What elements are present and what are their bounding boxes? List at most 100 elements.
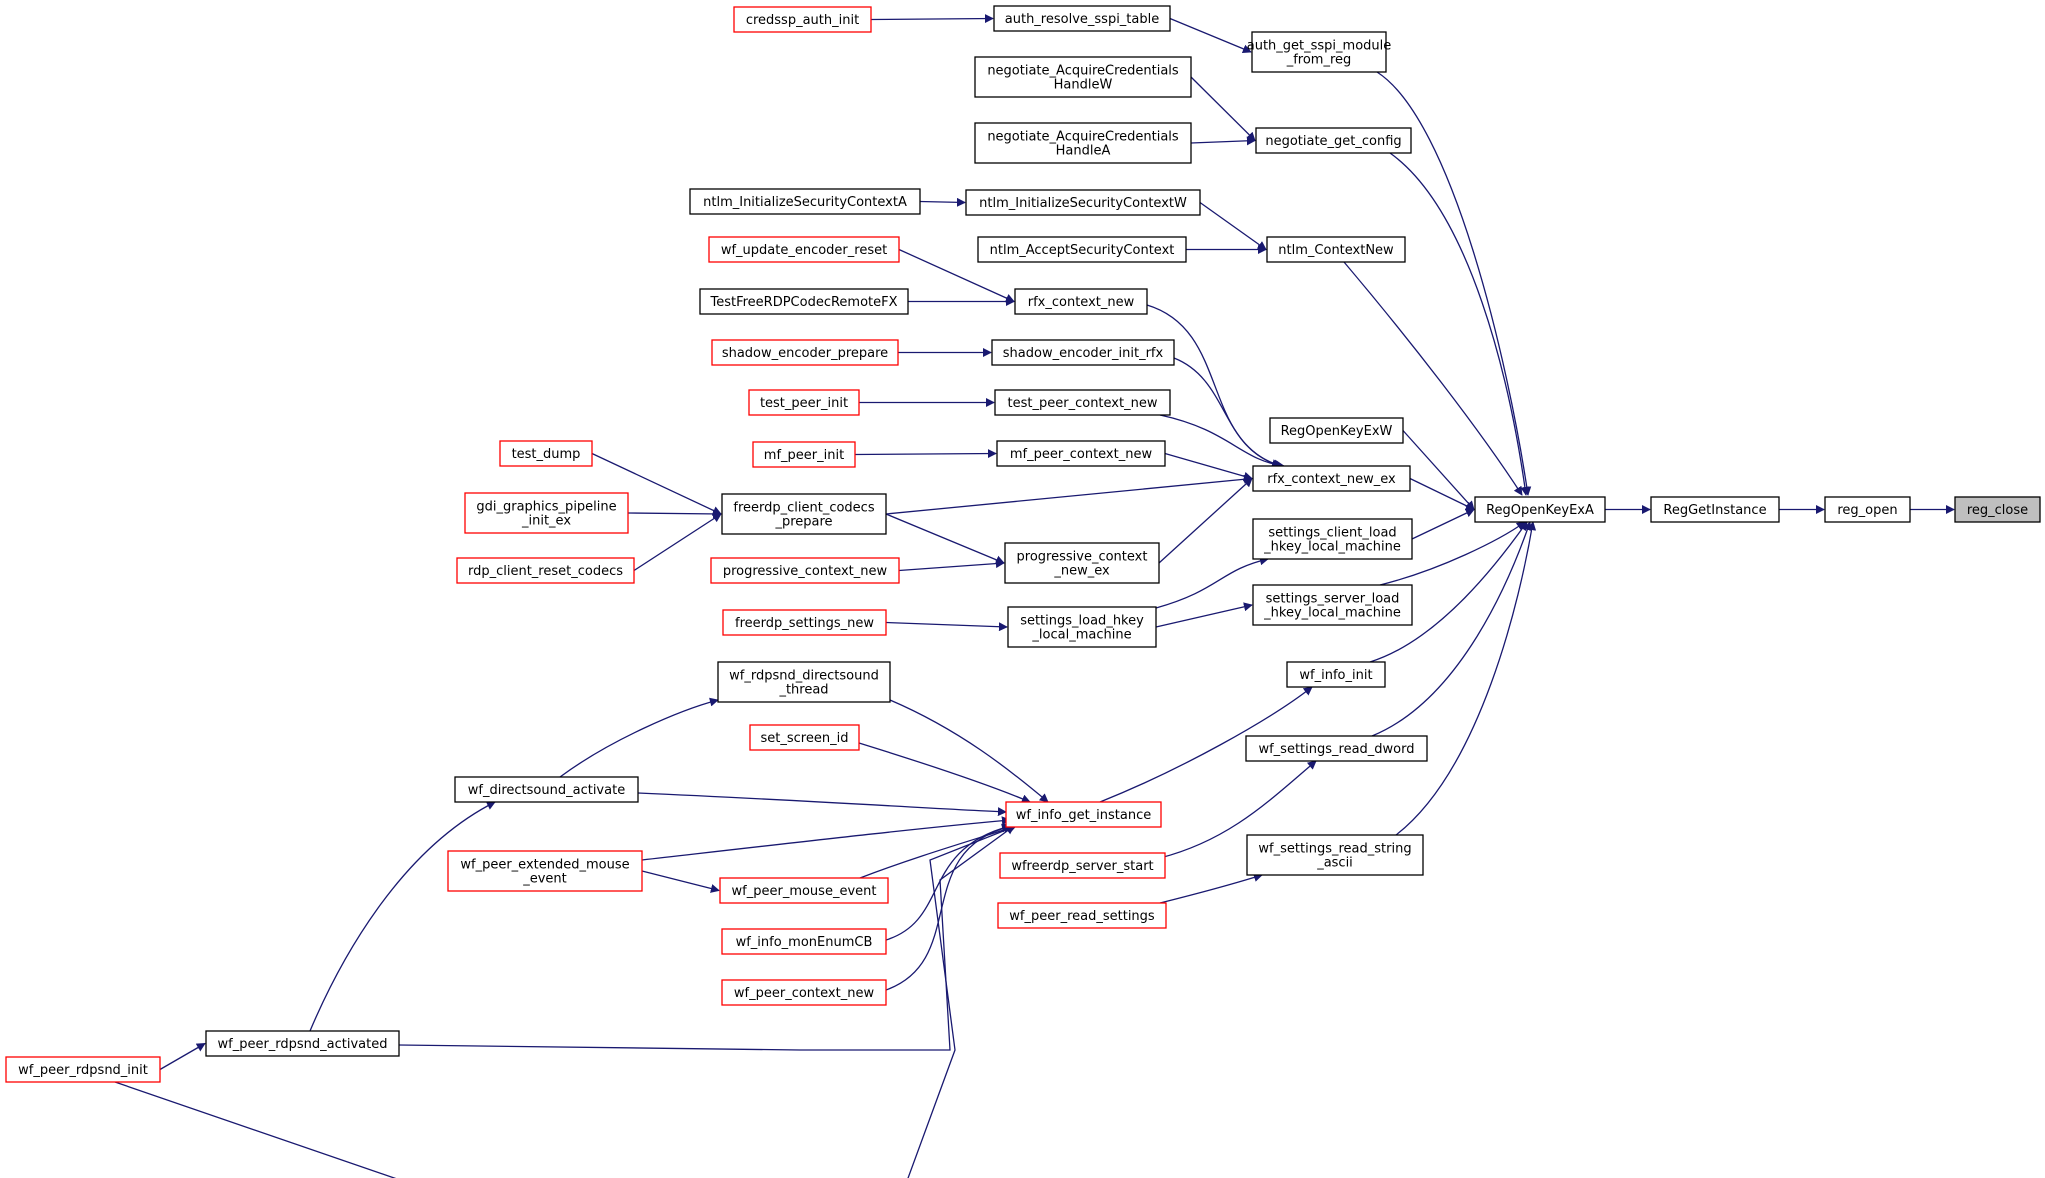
call-edge-wf_info_get_instance-to-wf_info_init bbox=[1099, 686, 1313, 803]
node-reg_close[interactable]: reg_close bbox=[1954, 496, 2041, 523]
node-box bbox=[1474, 496, 1606, 523]
node-gdi_graphics_pipeline_init_ex[interactable]: gdi_graphics_pipeline_init_ex bbox=[464, 492, 629, 534]
node-test_dump[interactable]: test_dump bbox=[499, 440, 593, 467]
node-credssp_auth_init[interactable]: credssp_auth_init bbox=[733, 6, 872, 33]
call-edge-wf_settings_read_dword-to-RegOpenKeyExA bbox=[1371, 521, 1532, 737]
node-label: rdp_client_reset_codecs bbox=[468, 564, 623, 579]
node-wf_rdpsnd_directsound_thread[interactable]: wf_rdpsnd_directsound_thread bbox=[717, 661, 891, 703]
node-freerdp_client_codecs_prepare[interactable]: freerdp_client_codecs_prepare bbox=[721, 493, 887, 535]
node-label: TestFreeRDPCodecRemoteFX bbox=[709, 295, 897, 310]
node-rfx_context_new_ex[interactable]: rfx_context_new_ex bbox=[1252, 465, 1411, 492]
node-ntlm_AcceptSecurityContext[interactable]: ntlm_AcceptSecurityContext bbox=[977, 236, 1187, 263]
node-wf_update_encoder_reset[interactable]: wf_update_encoder_reset bbox=[708, 236, 900, 263]
node-box bbox=[711, 339, 899, 366]
node-ntlm_InitializeSecurityContextA[interactable]: ntlm_InitializeSecurityContextA bbox=[689, 188, 921, 215]
node-ntlm_InitializeSecurityContextW[interactable]: ntlm_InitializeSecurityContextW bbox=[965, 189, 1201, 216]
node-progressive_context_new[interactable]: progressive_context_new bbox=[710, 557, 900, 584]
node-wf_peer_rdpsnd_activated[interactable]: wf_peer_rdpsnd_activated bbox=[205, 1030, 400, 1057]
call-edge-settings_client_load_hkey_local_machine-to-RegOpenKeyExA bbox=[1411, 508, 1475, 540]
node-wf_settings_read_string_ascii[interactable]: wf_settings_read_string_ascii bbox=[1246, 834, 1424, 876]
edges-layer bbox=[114, 14, 1955, 1178]
node-negotiate_get_config[interactable]: negotiate_get_config bbox=[1255, 127, 1412, 154]
node-rfx_context_new[interactable]: rfx_context_new bbox=[1014, 288, 1148, 315]
node-auth_get_sspi_module_from_reg[interactable]: auth_get_sspi_module_from_reg bbox=[1247, 31, 1392, 73]
node-box bbox=[993, 5, 1171, 32]
node-ntlm_ContextNew[interactable]: ntlm_ContextNew bbox=[1266, 236, 1406, 263]
call-edge-set_screen_id-to-wf_info_get_instance bbox=[858, 742, 1031, 803]
node-progressive_context_new_ex[interactable]: progressive_context_new_ex bbox=[1004, 542, 1160, 584]
node-box bbox=[1245, 735, 1428, 762]
edge-line bbox=[1099, 686, 1313, 803]
call-edge-wf_peer_mouse_event-to-wf_info_get_instance bbox=[859, 824, 1017, 879]
node-box bbox=[1650, 496, 1780, 523]
call-edge-wf_peer_rdpsnd_init-to-wf_info_get_instance bbox=[114, 824, 1017, 1178]
node-test_peer_context_new[interactable]: test_peer_context_new bbox=[994, 389, 1171, 416]
node-settings_server_load_hkey_local_machine[interactable]: settings_server_load_hkey_local_machine bbox=[1252, 584, 1413, 626]
node-RegOpenKeyExA[interactable]: RegOpenKeyExA bbox=[1474, 496, 1606, 523]
node-wf_peer_mouse_event[interactable]: wf_peer_mouse_event bbox=[719, 877, 889, 904]
call-edge-rfx_context_new-to-rfx_context_new_ex bbox=[1146, 304, 1281, 468]
nodes-layer: reg_close reg_open RegGetInstance RegOpenKe… bbox=[5, 5, 2041, 1083]
node-label: wf_info_init bbox=[1299, 668, 1372, 683]
node-box bbox=[1255, 127, 1412, 154]
node-wf_peer_read_settings[interactable]: wf_peer_read_settings bbox=[997, 902, 1167, 929]
node-label: set_screen_id bbox=[761, 731, 849, 746]
call-edge-wf_peer_rdpsnd_init-to-wf_peer_rdpsnd_activated bbox=[159, 1042, 206, 1071]
node-label: ntlm_ContextNew bbox=[1278, 243, 1394, 258]
call-edge-wf_update_encoder_reset-to-rfx_context_new bbox=[898, 248, 1015, 303]
node-box bbox=[1007, 606, 1157, 648]
node-mf_peer_context_new[interactable]: mf_peer_context_new bbox=[996, 440, 1166, 467]
node-box bbox=[464, 492, 629, 534]
node-box bbox=[1251, 31, 1387, 73]
node-wf_settings_read_dword[interactable]: wf_settings_read_dword bbox=[1245, 735, 1428, 762]
node-rdp_client_reset_codecs[interactable]: rdp_client_reset_codecs bbox=[456, 557, 635, 584]
node-label: wf_peer_extended_mouse bbox=[460, 858, 629, 873]
node-set_screen_id[interactable]: set_screen_id bbox=[749, 724, 860, 751]
edge-line bbox=[1389, 152, 1530, 496]
node-label: _new_ex bbox=[1053, 564, 1110, 579]
node-auth_resolve_sspi_table[interactable]: auth_resolve_sspi_table bbox=[993, 5, 1171, 32]
node-wf_peer_extended_mouse_event[interactable]: wf_peer_extended_mouse_event bbox=[447, 850, 643, 892]
node-box bbox=[994, 389, 1171, 416]
node-wf_info_init[interactable]: wf_info_init bbox=[1286, 661, 1386, 688]
node-wf_info_monEnumCB[interactable]: wf_info_monEnumCB bbox=[721, 928, 887, 955]
node-wf_peer_rdpsnd_init[interactable]: wf_peer_rdpsnd_init bbox=[5, 1056, 161, 1083]
edge-line bbox=[309, 801, 496, 1032]
call-edge-shadow_encoder_init_rfx-to-rfx_context_new_ex bbox=[1173, 357, 1283, 469]
node-settings_load_hkey_local_machine[interactable]: settings_load_hkey_local_machine bbox=[1007, 606, 1157, 648]
node-reg_open[interactable]: reg_open bbox=[1824, 496, 1911, 523]
edge-line bbox=[889, 699, 1049, 803]
node-box bbox=[721, 928, 887, 955]
node-RegGetInstance[interactable]: RegGetInstance bbox=[1650, 496, 1780, 523]
node-wfreerdp_server_start[interactable]: wfreerdp_server_start bbox=[999, 852, 1166, 879]
call-edge-test_dump-to-freerdp_client_codecs_prepare bbox=[591, 452, 722, 515]
call-edge-freerdp_client_codecs_prepare-to-progressive_context_new_ex bbox=[885, 513, 1005, 565]
node-wf_directsound_activate[interactable]: wf_directsound_activate bbox=[454, 776, 639, 803]
node-label: ntlm_InitializeSecurityContextW bbox=[979, 196, 1187, 211]
node-label: wf_peer_rdpsnd_activated bbox=[217, 1037, 387, 1052]
node-freerdp_settings_new[interactable]: freerdp_settings_new bbox=[722, 609, 887, 636]
node-wf_peer_context_new[interactable]: wf_peer_context_new bbox=[721, 979, 887, 1006]
node-box bbox=[965, 189, 1201, 216]
node-box bbox=[499, 440, 593, 467]
node-mf_peer_init[interactable]: mf_peer_init bbox=[752, 441, 856, 468]
call-edge-mf_peer_init-to-mf_peer_context_new bbox=[854, 449, 997, 459]
node-RegOpenKeyExW[interactable]: RegOpenKeyExW bbox=[1269, 417, 1404, 444]
edge-line bbox=[898, 248, 1015, 303]
call-edge-credssp_auth_init-to-auth_resolve_sspi_table bbox=[870, 14, 994, 24]
call-edge-wf_peer_context_new-to-wf_info_get_instance bbox=[885, 823, 1013, 991]
node-shadow_encoder_init_rfx[interactable]: shadow_encoder_init_rfx bbox=[991, 339, 1175, 366]
node-wf_info_get_instance[interactable]: wf_info_get_instance bbox=[1005, 801, 1162, 828]
node-test_peer_init[interactable]: test_peer_init bbox=[748, 389, 860, 416]
node-label: _hkey_local_machine bbox=[1263, 606, 1401, 621]
edge-line bbox=[1402, 430, 1475, 511]
node-label: settings_server_load bbox=[1266, 592, 1400, 607]
node-box bbox=[456, 557, 635, 584]
node-shadow_encoder_prepare[interactable]: shadow_encoder_prepare bbox=[711, 339, 899, 366]
node-settings_client_load_hkey_local_machine[interactable]: settings_client_load_hkey_local_machine bbox=[1252, 518, 1413, 560]
node-TestFreeRDPCodecRemoteFX[interactable]: TestFreeRDPCodecRemoteFX bbox=[699, 288, 909, 315]
edge-line bbox=[1146, 304, 1281, 468]
